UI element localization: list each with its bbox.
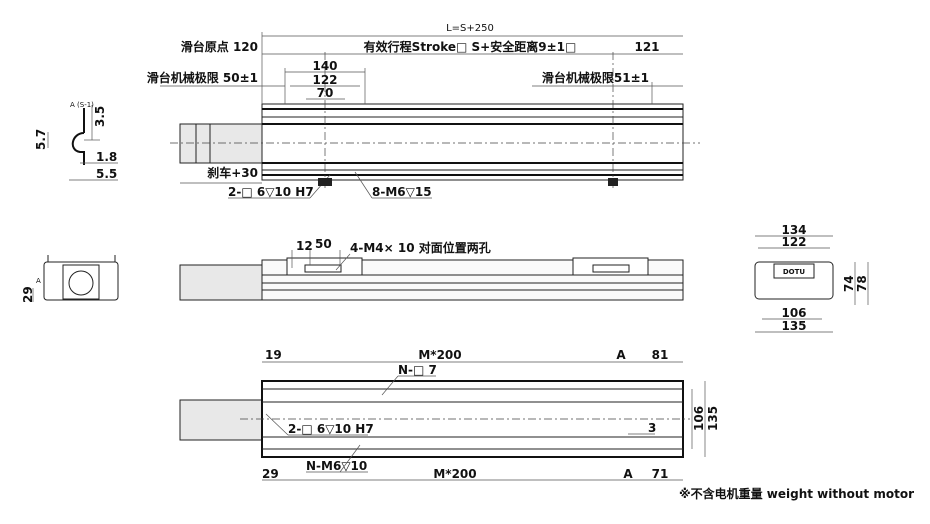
bottom-a: A	[623, 467, 633, 481]
bottom-71: 71	[652, 467, 669, 481]
weight-note: ※不含电机重量 weight without motor	[679, 486, 914, 501]
dim-70: 70	[317, 86, 334, 100]
bottom-view: 19 M*200 A 81 N-□ 7 2-□ 6▽10 H7 3 106 13…	[179, 348, 720, 481]
dim-135: 135	[781, 319, 806, 333]
dim-1-8: 1.8	[96, 150, 117, 164]
carriage	[286, 257, 363, 276]
dim-135: 135	[706, 406, 720, 431]
dim-5-5: 5.5	[96, 167, 117, 181]
dim-106: 106	[781, 306, 806, 320]
profile-detail: A (S-1) 3.5 5.7 1.8 5.5	[34, 101, 118, 181]
tapped-holes-label: N-M6▽10	[306, 459, 367, 473]
top-m200: M*200	[418, 348, 461, 362]
dim-78: 78	[855, 275, 869, 292]
dim-12: 12	[296, 239, 313, 253]
top-view: L=S+250 滑台原点 120 有效行程Stroke□ S+安全距离9±1□ …	[147, 23, 700, 199]
motor-block	[179, 399, 263, 441]
detail-label: A (S-1)	[70, 101, 94, 109]
right-end-view: DOTU 134 122 106 135 74 78	[754, 223, 869, 333]
dim-3-5: 3.5	[93, 106, 107, 127]
dim-29: 29	[21, 286, 35, 303]
motor-block	[179, 264, 263, 301]
logo: DOTU	[783, 268, 806, 276]
pin-holes-label: 2-□ 6▽10 H7	[288, 422, 374, 436]
dim-106: 106	[692, 406, 706, 431]
holes-n7: N-□ 7	[398, 363, 437, 377]
top-a: A	[616, 348, 626, 362]
side-view: 12 50 4-M4⨯ 10 对面位置两孔	[179, 237, 684, 301]
dim-122: 122	[781, 235, 806, 249]
tapped-holes-label: 8-M6▽15	[372, 185, 432, 199]
limit-left-label: 滑台机械极限 50±1	[147, 70, 258, 85]
right-offset-label: 121	[634, 40, 659, 54]
overall-length-label: L=S+250	[446, 23, 494, 34]
brake-label: 刹车+30	[207, 165, 258, 180]
dim-122: 122	[312, 73, 337, 87]
motor-block	[179, 123, 263, 164]
dim-74: 74	[842, 275, 856, 292]
left-end-view: A 29	[21, 255, 119, 303]
dim-140: 140	[312, 59, 337, 73]
dim-3: 3	[648, 421, 656, 435]
bottom-29: 29	[262, 467, 279, 481]
top-81: 81	[652, 348, 669, 362]
pin-holes-label: 2-□ 6▽10 H7	[228, 185, 314, 199]
top-19: 19	[265, 348, 282, 362]
holes-note: 4-M4⨯ 10 对面位置两孔	[350, 240, 491, 255]
bottom-m200: M*200	[433, 467, 476, 481]
limit-right-label: 滑台机械极限51±1	[542, 70, 649, 85]
dim-134: 134	[781, 223, 806, 237]
label-a: A	[36, 277, 41, 285]
origin-label: 滑台原点 120	[181, 39, 258, 54]
dim-5-7: 5.7	[34, 129, 48, 150]
dim-50: 50	[315, 237, 332, 251]
stroke-label: 有效行程Stroke□ S+安全距离9±1□	[364, 39, 577, 54]
